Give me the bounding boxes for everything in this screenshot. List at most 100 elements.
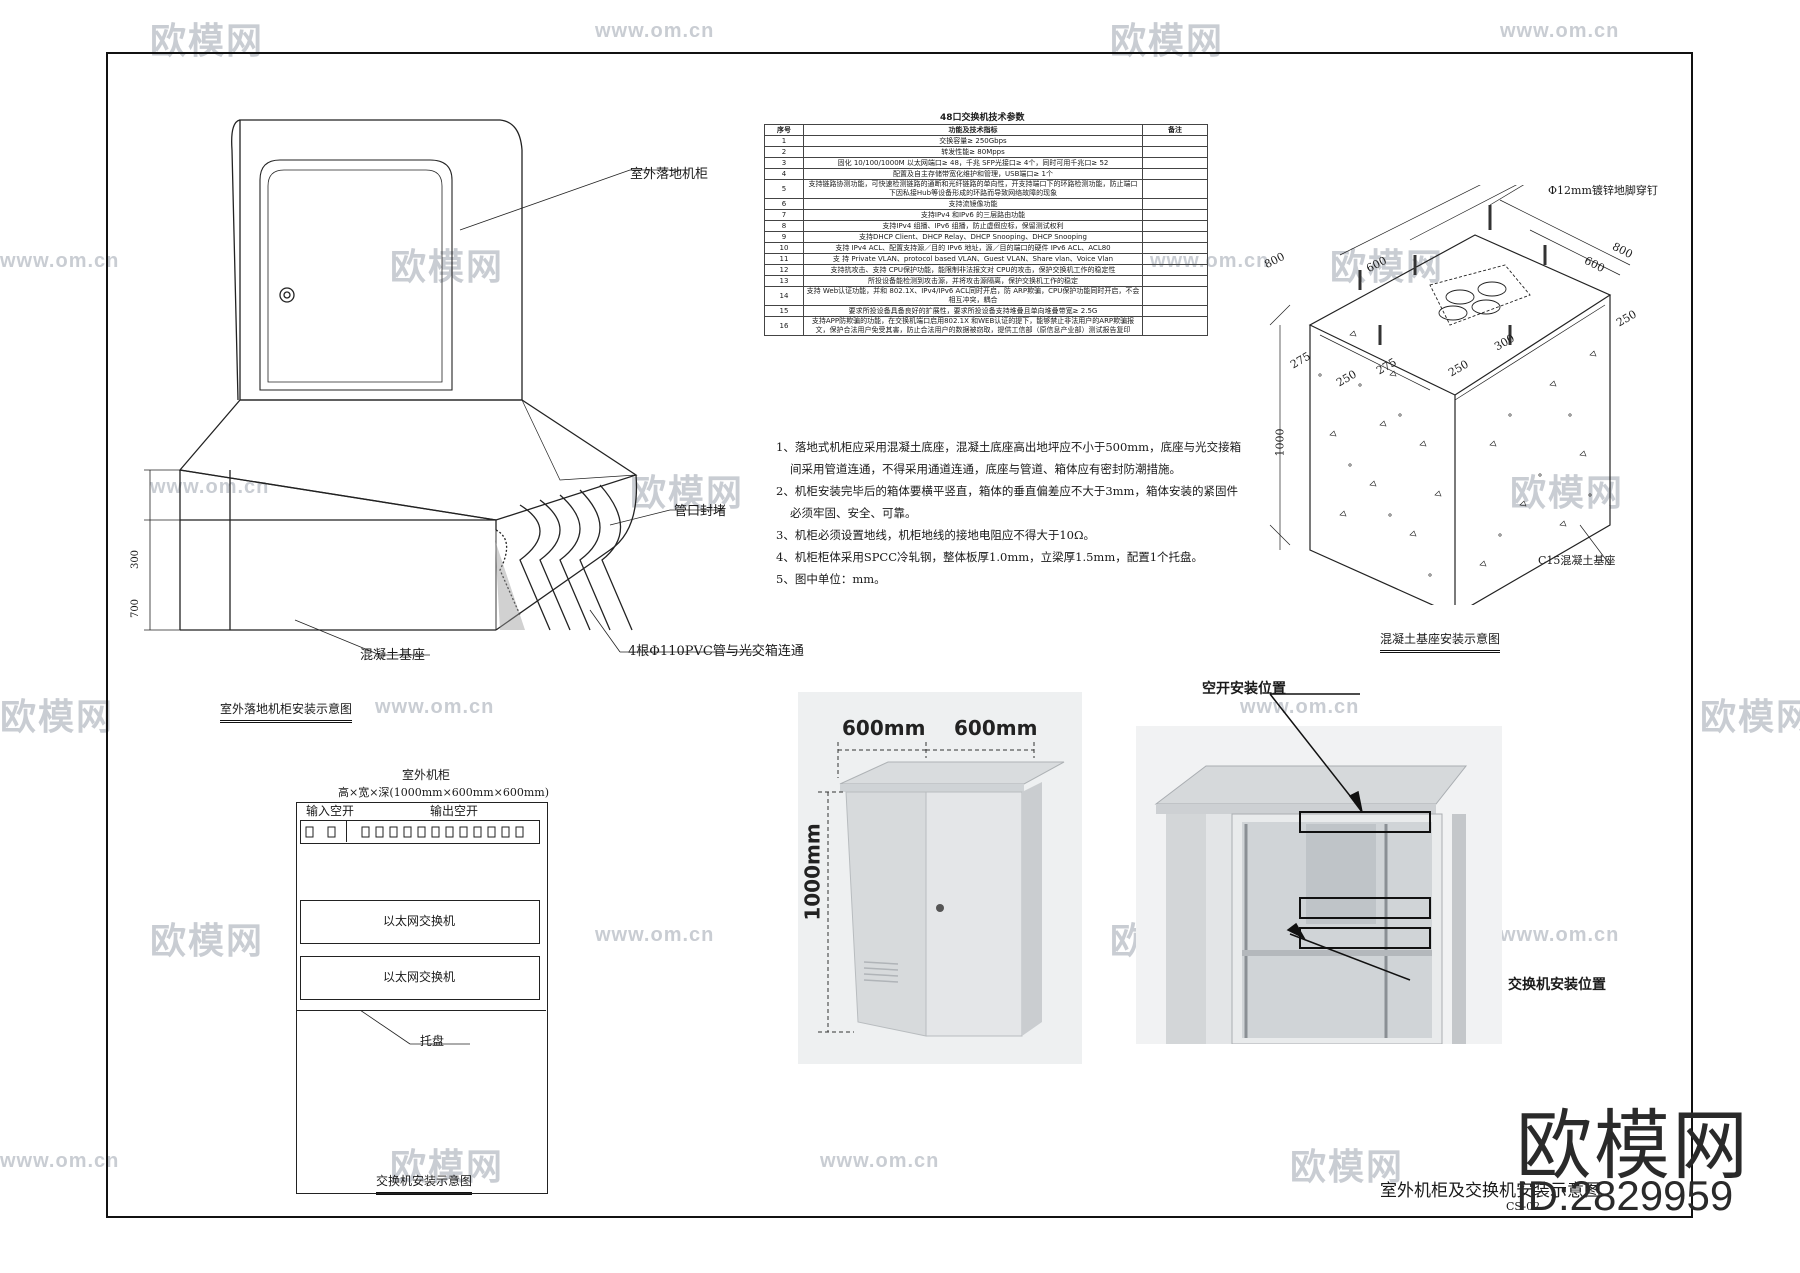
row-spec: 支持链路协测功能，可快速检测链路的通断和光纤链路的单向性，开支持端口下的环路检测… [803,179,1143,199]
row-number: 3 [764,157,804,169]
switch-caption: 交换机安装示意图 [376,1172,473,1195]
photo-dim-width-2: 600mm [954,716,1038,740]
note-line: 2、机柜安装完毕后的箱体要横平竖直，箱体的垂直偏差应不大于3mm，箱体安装的紧固… [776,484,1238,498]
note-line: 5、图中单位：mm。 [776,572,886,586]
breaker-divider [346,820,347,842]
row-number: 13 [764,275,804,287]
watermark-brand: 欧模网 [1700,696,1800,737]
watermark-brand: 欧模网 [0,696,115,737]
spec-table-title: 48口交换机技术参数 [940,113,1025,123]
row-remark [1142,286,1208,306]
row-remark [1142,168,1208,180]
row-number: 9 [764,231,804,243]
row-remark [1142,135,1208,147]
switch-1-box [300,900,540,944]
row-number: 8 [764,220,804,232]
watermark-url: www.om.cn [1500,20,1620,42]
row-spec: 交换容量≥ 250Gbps [803,135,1143,147]
tray-leader [360,1010,470,1045]
row-spec: 支持IPv4 组播、IPv6 组播，防止虚假应标，保留测试权利 [803,220,1143,232]
watermark-url: www.om.cn [595,20,715,42]
row-remark [1142,242,1208,254]
switch-dimensions: 高×宽×深(1000mm×600mm×600mm) [338,786,550,799]
row-remark [1142,220,1208,232]
switch-position-label: 交换机安装位置 [1508,977,1606,993]
tray-label: 托盘 [420,1034,445,1048]
note-line: 3、机柜必须设置地线，机柜地线的接地电阻应不得大于10Ω。 [776,528,1095,542]
switch-title: 室外机柜 [402,768,451,782]
output-breaker-label: 输出空开 [430,804,479,818]
row-number: 10 [764,242,804,254]
cabinet-photo [798,692,1082,1064]
row-remark [1142,275,1208,287]
concrete-base-drawing [1269,185,1631,605]
dim-700: 700 [130,598,142,619]
pipe-seal-label: 管口封堵 [674,504,727,519]
header-remark: 备注 [1142,124,1208,136]
drawing-frame [106,52,1693,1218]
row-spec: 固化 10/100/1000M 以太网端口≥ 48，千兆 SFP光接口≥ 4个，… [803,157,1143,169]
row-remark [1142,253,1208,265]
row-remark [1142,157,1208,169]
row-number: 7 [764,209,804,221]
table-row: 序号 功能及技术指标 备注 [764,124,1208,136]
breaker-position-label: 空开安装位置 [1202,681,1286,697]
cabinet-label: 室外落地机柜 [630,167,709,182]
row-spec: 配置及自主存储带宽化维护和管理，USB端口≥ 1个 [803,168,1143,180]
row-number: 6 [764,198,804,210]
row-remark [1142,209,1208,221]
row-remark [1142,231,1208,243]
row-number: 16 [764,316,804,336]
row-number: 1 [764,135,804,147]
breaker-slots [305,826,524,838]
open-cabinet-photo [1136,726,1502,1045]
row-spec: 支持DHCP Client、DHCP Relay、DHCP Snooping、D… [803,231,1143,243]
concrete-label: C15混凝土基座 [1538,554,1616,567]
row-remark [1142,198,1208,210]
dim-1000: 1000 [1273,428,1287,457]
note-line: 间采用管道连通，不得采用通道连通，底座与管道、箱体应有密封防潮措施。 [790,462,1181,476]
bolt-label: Φ12mm镀锌地脚穿钉 [1548,184,1658,197]
photo-dim-width-1: 600mm [842,716,926,740]
sheet-code: CS-02 [1506,1200,1541,1213]
switch-2-label: 以太网交换机 [382,970,455,984]
header-spec: 功能及技术指标 [803,124,1143,136]
row-remark [1142,316,1208,336]
photo-dim-height: 1000mm [800,823,825,921]
note-line: 必须牢固、安全、可靠。 [790,506,917,520]
row-spec: 要求所投设备具备良好的扩展性，要求所投设备支持堆叠且单向堆叠带宽≥ 2.5G [803,305,1143,317]
outdoor-cabinet-drawing [144,119,760,656]
row-remark [1142,146,1208,158]
row-number: 2 [764,146,804,158]
row-spec: 支 持 Private VLAN、protocol based VLAN、Gue… [803,253,1143,265]
row-number: 11 [764,253,804,265]
input-breaker-label: 输入空开 [306,804,355,818]
watermark-url: www.om.cn [0,1150,120,1172]
concrete-base-label: 混凝土基座 [360,648,426,663]
pvc-pipe-label: 4根Φ110PVC管与光交箱连通 [628,644,804,659]
row-number: 5 [764,179,804,199]
switch-1-label: 以太网交换机 [382,914,455,928]
note-line: 4、机柜柜体采用SPCC冷轧钢，整体板厚1.0mm，立梁厚1.5mm，配置1个托… [776,550,1204,564]
watermark-url: www.om.cn [0,250,120,272]
tray-line [296,1010,546,1011]
sheet-title: 室外机柜及交换机安装示意图 [1380,1181,1601,1201]
row-spec: 支持IPv4 和IPv6 的三层路由功能 [803,209,1143,221]
row-spec: 支持 Web认证功能，并和 802.1X、IPv4/IPv6 ACL同时开启，防… [803,286,1143,306]
note-line: 1、落地式机柜应采用混凝土底座，混凝土底座高出地坪应不小于500mm，底座与光交… [776,440,1242,454]
switch-2-box [300,956,540,1000]
